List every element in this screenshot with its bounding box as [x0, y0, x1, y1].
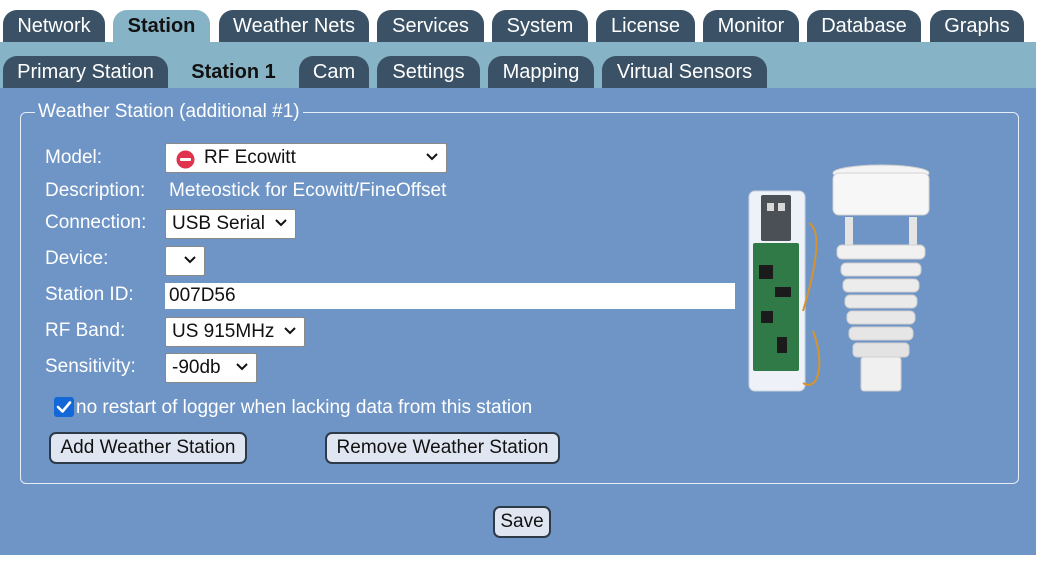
subtab-primary-station[interactable]: Primary Station [3, 56, 168, 88]
tab-label: Database [821, 15, 907, 37]
tab-license[interactable]: License [596, 10, 695, 42]
subtab-label: Virtual Sensors [616, 61, 753, 83]
tab-label: Station [127, 15, 196, 37]
sensitivity-label: Sensitivity: [45, 356, 136, 377]
sensitivity-select[interactable]: -90db [165, 353, 257, 383]
tab-label: Services [392, 15, 469, 37]
tab-database[interactable]: Database [807, 10, 921, 42]
no-restart-label: no restart of logger when lacking data f… [76, 397, 533, 418]
tab-label: Monitor [717, 15, 785, 37]
save-button[interactable]: Save [493, 506, 551, 538]
tab-monitor[interactable]: Monitor [703, 10, 799, 42]
weather-station-illustration [748, 164, 930, 392]
device-select[interactable] [165, 246, 205, 276]
no-restart-checkbox[interactable] [54, 397, 74, 417]
sensitivity-select-value: -90db [172, 357, 221, 378]
model-label: Model: [45, 147, 103, 168]
tab-services[interactable]: Services [377, 10, 484, 42]
model-select[interactable]: RF Ecowitt [165, 143, 447, 173]
remove-weather-station-button[interactable]: Remove Weather Station [325, 432, 560, 464]
subtab-label: Cam [312, 61, 356, 83]
content-panel: Weather Station (additional #1) Model: R… [0, 88, 1036, 555]
model-select-value: RF Ecowitt [204, 147, 296, 168]
tab-label: Network [17, 15, 91, 37]
station-id-label: Station ID: [45, 284, 134, 305]
subtab-label: Primary Station [17, 61, 154, 83]
tab-system[interactable]: System [492, 10, 588, 42]
chevron-down-icon [184, 256, 196, 264]
tab-network[interactable]: Network [3, 10, 105, 42]
subtab-virtual-sensors[interactable]: Virtual Sensors [602, 56, 767, 88]
sub-tab-bar: Primary Station Station 1 Cam Settings M… [0, 42, 1036, 88]
chevron-down-icon [275, 219, 287, 227]
connection-select-value: USB Serial [172, 213, 265, 234]
tab-label: System [506, 15, 574, 37]
fieldset-legend: Weather Station (additional #1) [35, 101, 303, 123]
tab-weather-nets[interactable]: Weather Nets [219, 10, 369, 42]
subtab-mapping[interactable]: Mapping [488, 56, 594, 88]
subtab-cam[interactable]: Cam [299, 56, 369, 88]
subtab-label: Mapping [502, 61, 580, 83]
subtab-label: Settings [392, 61, 465, 83]
subtab-settings[interactable]: Settings [377, 56, 480, 88]
device-label: Device: [45, 248, 109, 269]
connection-select[interactable]: USB Serial [165, 209, 296, 239]
tab-label: Weather Nets [233, 15, 355, 37]
description-value: Meteostick for Ecowitt/FineOffset [169, 180, 447, 201]
connection-label: Connection: [45, 212, 147, 233]
chevron-down-icon [426, 153, 438, 161]
chevron-down-icon [236, 363, 248, 371]
main-tab-bar: Network Station Weather Nets Services Sy… [0, 0, 1024, 42]
tab-label: Graphs [944, 15, 1010, 37]
checkmark-icon [56, 401, 72, 413]
tab-graphs[interactable]: Graphs [930, 10, 1024, 42]
tab-station[interactable]: Station [113, 10, 210, 42]
weather-station-fieldset: Weather Station (additional #1) Model: R… [20, 101, 1019, 484]
chevron-down-icon [284, 327, 296, 335]
no-entry-icon [176, 150, 195, 169]
rf-band-select[interactable]: US 915MHz [165, 317, 305, 347]
subtab-label: Station 1 [191, 61, 276, 83]
add-weather-station-button[interactable]: Add Weather Station [49, 432, 247, 464]
description-label: Description: [45, 180, 146, 201]
subtab-station-1[interactable]: Station 1 [176, 56, 291, 88]
rf-band-select-value: US 915MHz [172, 321, 275, 342]
tab-label: License [611, 15, 680, 37]
station-id-input[interactable] [165, 283, 735, 309]
rf-band-label: RF Band: [45, 320, 126, 341]
